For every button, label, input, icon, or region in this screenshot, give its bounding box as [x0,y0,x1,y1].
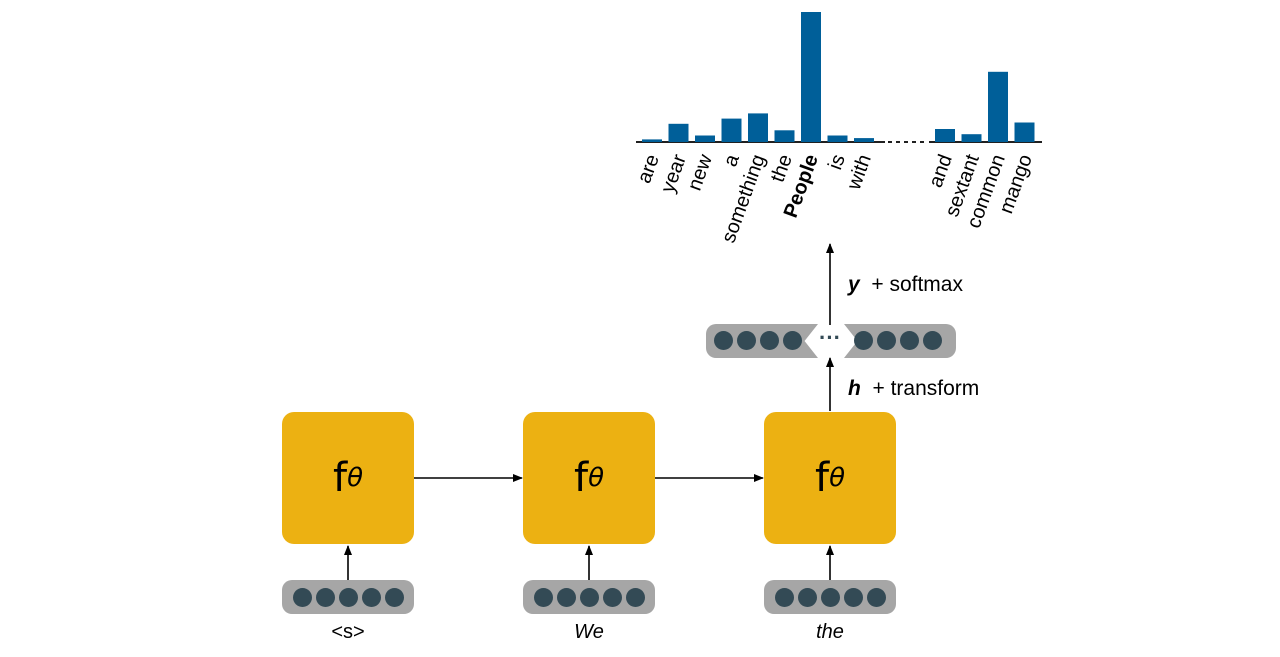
bar-year [668,123,689,142]
bar-common [988,71,1008,142]
unit [533,587,553,607]
bar-sextant [961,134,982,142]
cell-subscript: θ [347,463,363,493]
y-softmax-label: y + softmax [848,273,963,297]
input-word-2: We [574,621,604,643]
unit [714,331,733,350]
unit [923,331,942,350]
bar-is [827,135,848,142]
unit [625,587,645,607]
unit [900,331,919,350]
unit [361,587,381,607]
bar-people [801,12,821,142]
y-text: + softmax [871,273,963,296]
cell-symbol: f [332,455,348,501]
output-units-right [854,331,942,350]
bar-a [721,118,742,142]
cell-symbol: f [573,455,589,501]
unit [797,587,817,607]
input-embedding-2 [523,580,655,614]
output-ellipsis: ··· [819,325,841,350]
output-vector: ··· [706,324,956,358]
bar-something [748,113,768,142]
output-units-left [714,331,802,350]
bar-are [642,139,662,142]
unit [384,587,404,607]
cell-subscript: θ [829,463,845,493]
unit [866,587,886,607]
unit [760,331,779,350]
unit [774,587,794,607]
bar-mango [1014,122,1035,142]
bar-with [854,138,874,142]
unit [877,331,896,350]
input-word-1: <s> [331,621,365,643]
cell-subscript: θ [588,463,604,493]
h-text: + transform [872,377,980,400]
bar-the [774,130,795,142]
bar-and [935,129,955,142]
unit [315,587,335,607]
unit [737,331,756,350]
unit [292,587,312,607]
unit [783,331,802,350]
bar-new [695,135,715,142]
unit [602,587,622,607]
unit [338,587,358,607]
h-variable: h [848,377,861,400]
unit [556,587,576,607]
h-transform-label: h + transform [848,377,979,401]
cell-symbol: f [814,455,830,501]
unit [854,331,873,350]
unit [843,587,863,607]
input-embedding-3 [764,580,896,614]
unit [579,587,599,607]
y-variable: y [848,273,860,296]
unit [820,587,840,607]
probability-chart [636,12,1042,143]
input-embedding-1 [282,580,414,614]
input-word-3: the [816,621,844,643]
